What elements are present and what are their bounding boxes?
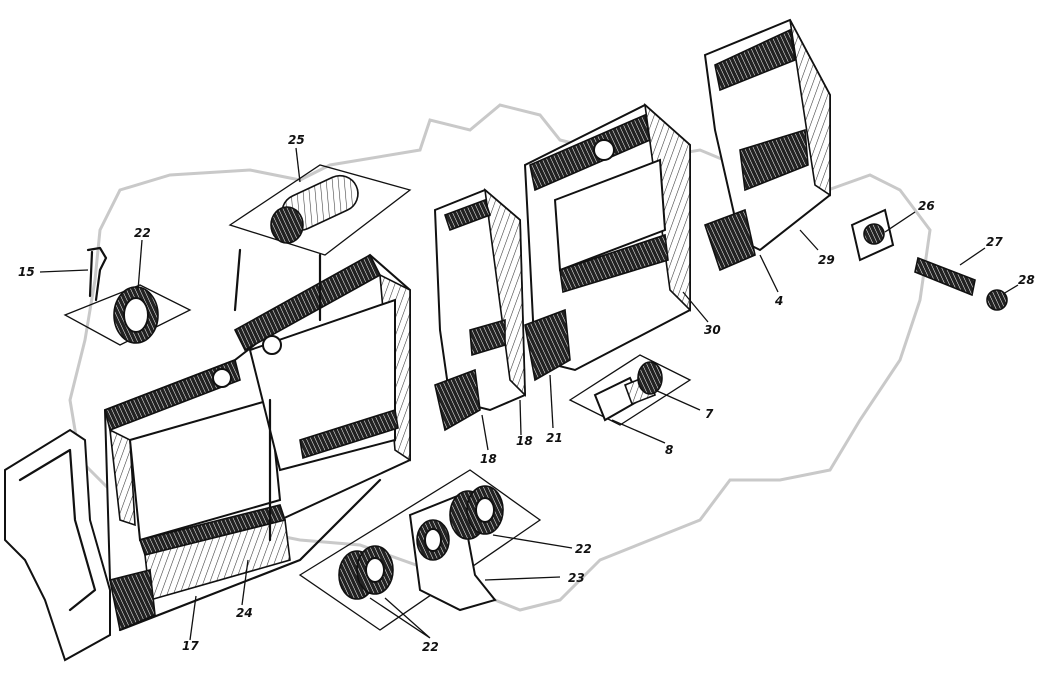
callout-22-top: 22 — [134, 226, 151, 240]
part-21-bucket — [523, 102, 691, 382]
part-27-bolt — [914, 256, 976, 297]
callout-30: 30 — [704, 323, 721, 337]
callout-26: 26 — [918, 199, 935, 213]
callout-7: 7 — [705, 407, 714, 421]
callout-18-right: 18 — [516, 434, 533, 448]
part-28-nut — [986, 289, 1008, 311]
callout-28: 28 — [1018, 273, 1035, 287]
part-22-washer — [63, 284, 192, 346]
part-8-bolt — [568, 354, 692, 426]
leader-lines — [39, 147, 1019, 641]
part-23-bracket — [298, 469, 542, 631]
callout-18-left: 18 — [480, 452, 497, 466]
callout-17: 17 — [182, 639, 199, 653]
part-4-bucket — [703, 18, 831, 272]
callout-24: 24 — [236, 606, 253, 620]
callout-27: 27 — [986, 235, 1003, 249]
callout-22-right: 22 — [575, 542, 592, 556]
part-26-plate-nut — [850, 208, 895, 262]
callout-23: 23 — [568, 571, 585, 585]
callout-25: 25 — [288, 133, 305, 147]
part-22-washer-pair-left — [338, 545, 394, 600]
callout-4: 4 — [774, 294, 783, 308]
callout-22-bottom: 22 — [422, 640, 439, 654]
callout-21: 21 — [546, 431, 563, 445]
part-22-washer-pair-right — [449, 485, 504, 540]
part-17-bucket-assembly — [103, 253, 411, 632]
part-15-cotter-pin — [86, 246, 108, 302]
part-7-washer — [637, 361, 663, 395]
callout-15: 15 — [18, 265, 35, 279]
end-plate — [4, 428, 111, 662]
callout-8: 8 — [665, 443, 673, 457]
callout-29: 29 — [818, 253, 835, 267]
part-25-pin — [228, 164, 412, 322]
part-18-narrow-bucket — [433, 188, 527, 432]
